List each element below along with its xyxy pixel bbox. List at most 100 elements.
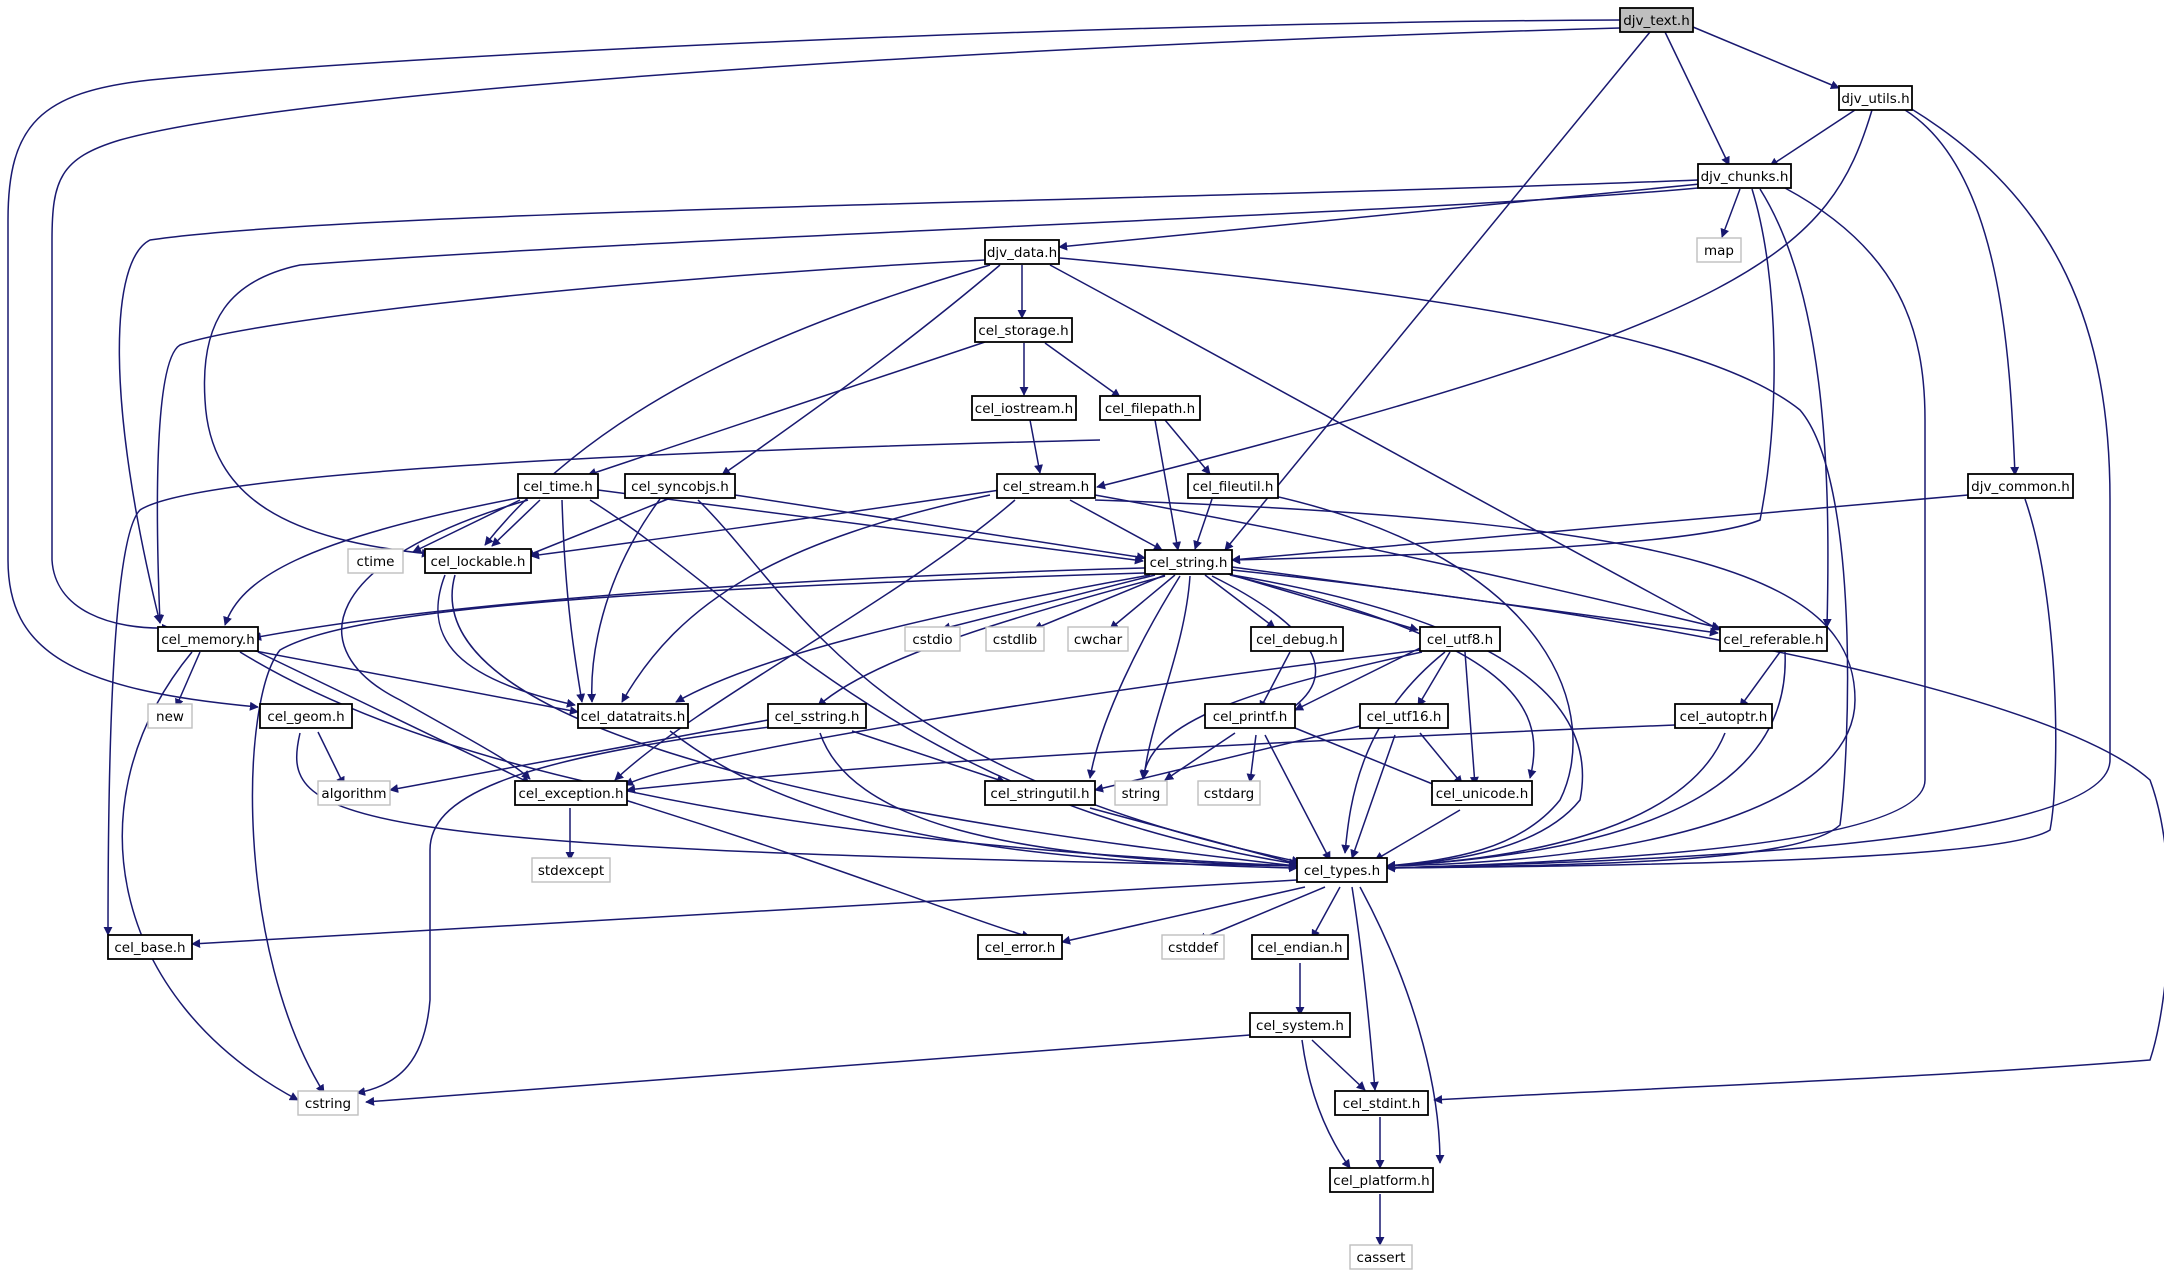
edge-cel_exception-cel_error [624,799,1031,940]
node-label: cel_memory.h [161,632,255,648]
node-cel_system-h[interactable]: cel_system.h [1249,1012,1351,1038]
edge-cel_utf16-cel_types [1350,734,1396,859]
edge-cel_types-cel_platform [1359,886,1445,1164]
node-cstring[interactable]: cstring [297,1090,359,1116]
node-cel_types-h[interactable]: cel_types.h [1296,857,1388,883]
node-label: cel_syncobjs.h [631,479,729,495]
edge-djv_text-djv_chunks [1664,31,1730,166]
edge-cel_referable-cel_types [1386,651,1786,871]
edge-cel_stream-cel_lockable [530,489,1001,560]
node-cel_exception-h[interactable]: cel_exception.h [514,780,628,806]
edge-cel_printf-cel_types [1264,734,1331,861]
header-nodes: djv_text.h djv_utils.h djv_chunks.h map … [107,7,2074,1270]
node-cstddef[interactable]: cstddef [1161,934,1225,960]
node-new[interactable]: new [147,703,193,729]
node-cel_filepath-h[interactable]: cel_filepath.h [1099,395,1201,421]
node-cstdarg[interactable]: cstdarg [1197,780,1261,806]
edge-cel_string-cel_memory [252,567,1146,641]
edge-cel_lockable-cel_types [451,574,1298,870]
node-cel_memory-h[interactable]: cel_memory.h [157,626,259,652]
node-djv_text-h[interactable]: djv_text.h [1619,7,1694,33]
edge-djv_chunks-cel_memory [118,179,1699,624]
edge-cel_string-cel_unicode [1229,574,1537,779]
node-label: cel_stream.h [1003,479,1089,495]
node-label: cel_exception.h [518,786,623,802]
edge-cel_syncobjs-cel_types [697,499,1301,865]
edge-cel_utf16-cel_unicode [1419,732,1463,785]
node-cel_syncobjs-h[interactable]: cel_syncobjs.h [624,473,736,499]
node-cel_unicode-h[interactable]: cel_unicode.h [1431,780,1533,806]
node-djv_common-h[interactable]: djv_common.h [1967,473,2074,499]
node-cel_iostream-h[interactable]: cel_iostream.h [971,395,1077,421]
node-djv_chunks-h[interactable]: djv_chunks.h [1697,163,1792,189]
node-cel_stdint-h[interactable]: cel_stdint.h [1334,1090,1429,1116]
node-label: cel_stdint.h [1343,1096,1421,1112]
node-ctime[interactable]: ctime [347,548,404,574]
node-cassert[interactable]: cassert [1349,1244,1413,1270]
edge-cel_time-cel_datatraits [561,499,586,703]
edge-cel_string-cstring [251,572,1146,1094]
node-label: cwchar [1074,632,1123,648]
node-cel_datatraits-h[interactable]: cel_datatraits.h [577,703,689,729]
node-cwchar[interactable]: cwchar [1067,626,1129,652]
node-label: cstring [305,1096,351,1112]
node-cel_lockable-h[interactable]: cel_lockable.h [424,548,532,574]
node-djv_data-h[interactable]: djv_data.h [984,239,1060,265]
edge-cel_string-cstdio [941,574,1156,632]
edge-cel_syncobjs-cel_datatraits [587,498,661,703]
node-cel_fileutil-h[interactable]: cel_fileutil.h [1187,473,1279,499]
node-label: cstdio [912,632,952,648]
node-map[interactable]: map [1696,237,1742,263]
node-cel_utf16-h[interactable]: cel_utf16.h [1359,703,1449,729]
node-cel_storage-h[interactable]: cel_storage.h [974,317,1073,343]
edge-cel_sstring-cel_stringutil [851,730,1006,784]
node-label: cel_lockable.h [431,554,526,570]
node-string[interactable]: string [1114,780,1168,806]
node-cel_utf8-h[interactable]: cel_utf8.h [1419,626,1501,652]
node-label: cel_sstring.h [775,709,860,725]
edge-cel_stream-cel_referable [1094,494,1721,631]
edge-cel_types-cel_endian [1311,886,1341,939]
node-cel_geom-h[interactable]: cel_geom.h [259,703,353,729]
node-label: cel_utf16.h [1367,709,1442,725]
edge-cel_stringutil-cel_types [1089,807,1306,869]
node-cel_referable-h[interactable]: cel_referable.h [1719,626,1828,652]
node-cel_stream-h[interactable]: cel_stream.h [996,473,1096,499]
node-cel_printf-h[interactable]: cel_printf.h [1204,703,1296,729]
node-cel_autoptr-h[interactable]: cel_autoptr.h [1674,703,1773,729]
node-cel_sstring-h[interactable]: cel_sstring.h [767,703,867,729]
edge-djv_utils-djv_chunks [1769,109,1856,167]
node-cstdlib[interactable]: cstdlib [985,626,1045,652]
edge-cel_system-cel_stdint [1311,1039,1366,1091]
edge-cel_string-cwchar [1109,574,1176,630]
node-cel_error-h[interactable]: cel_error.h [977,934,1063,960]
edge-cel_printf-string [1164,732,1236,781]
edge-cel_memory-new [175,651,201,708]
edge-cel_utf8-cel_utf16 [1417,651,1451,707]
edge-cel_stream-cel_string [1069,499,1163,551]
node-label: cel_storage.h [978,323,1068,339]
node-stdexcept[interactable]: stdexcept [531,857,611,883]
edge-cel_debug-cel_printf [1259,651,1291,710]
node-label: cel_platform.h [1333,1173,1429,1189]
node-djv_utils-h[interactable]: djv_utils.h [1838,85,1913,111]
node-cel_time-h[interactable]: cel_time.h [517,473,599,499]
edge-cel_stream-cel_types [1094,499,1856,871]
node-cel_base-h[interactable]: cel_base.h [107,934,193,960]
node-cstdio[interactable]: cstdio [904,626,961,652]
node-cel_debug-h[interactable]: cel_debug.h [1250,626,1344,652]
node-label: djv_common.h [1971,479,2070,495]
node-label: string [1122,786,1161,802]
edge-cel_stream-cel_datatraits [621,494,991,703]
edge-cel_fileutil-cel_string [1193,498,1213,550]
node-algorithm[interactable]: algorithm [317,780,391,806]
node-label: cel_unicode.h [1436,786,1529,802]
node-label: ctime [357,554,395,570]
node-label: map [1704,243,1734,259]
node-cel_endian-h[interactable]: cel_endian.h [1251,934,1349,960]
edge-cel_memory-cel_datatraits [249,649,579,715]
node-cel_string-h[interactable]: cel_string.h [1144,549,1233,575]
node-cel_platform-h[interactable]: cel_platform.h [1329,1167,1434,1193]
node-cel_stringutil-h[interactable]: cel_stringutil.h [984,780,1096,806]
